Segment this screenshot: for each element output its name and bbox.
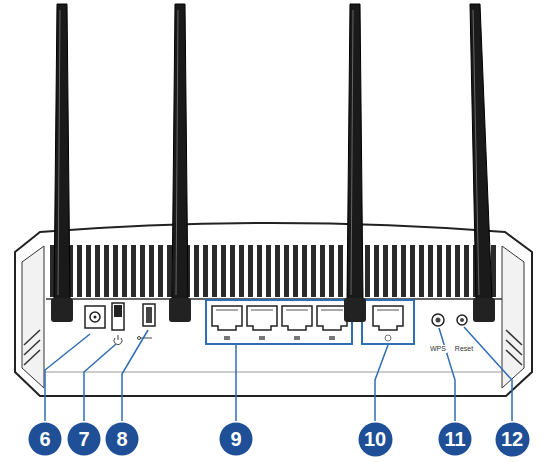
- antenna: [470, 4, 495, 322]
- usb-port: [143, 304, 155, 326]
- reset-button: [460, 318, 464, 322]
- callout-circle: 10: [358, 422, 393, 457]
- power-switch: [114, 305, 122, 317]
- antenna: [169, 4, 191, 322]
- port-pins: [216, 310, 343, 311]
- router-housing: [15, 223, 532, 396]
- antenna: [51, 4, 73, 322]
- callout-number: 11: [438, 422, 472, 456]
- dc-jack: [90, 312, 100, 322]
- callout-circle-fill: [29, 423, 62, 456]
- callout-circle: 7: [67, 422, 101, 456]
- port-icons: [224, 336, 335, 340]
- side-wing: [502, 246, 524, 388]
- dc-jack: [85, 306, 105, 328]
- wan-port: [373, 306, 403, 330]
- power-switch: [112, 303, 124, 330]
- wps-button: [436, 318, 441, 323]
- leader-line: [45, 327, 512, 421]
- port-pins: [377, 310, 399, 311]
- port-label: Reset: [454, 345, 474, 353]
- antenna: [344, 4, 366, 322]
- callout-number: 9: [219, 422, 253, 456]
- callout-circle-fill: [106, 423, 139, 456]
- callout-number: 8: [105, 422, 139, 456]
- power-symbol: [114, 335, 122, 345]
- callout-circle: 9: [219, 422, 253, 456]
- dc-jack: [94, 316, 97, 319]
- side-wing: [22, 246, 44, 388]
- callout-circle: 8: [105, 422, 139, 456]
- callout-number: 12: [495, 422, 530, 457]
- callout-circle-fill: [220, 423, 253, 456]
- callout-number: 10: [358, 422, 393, 457]
- vent-slots: [48, 245, 500, 297]
- globe-icon: [385, 335, 391, 341]
- lan-bracket: [206, 300, 352, 344]
- port-label: WPS: [429, 345, 447, 353]
- callout-circle-fill: [439, 423, 472, 456]
- callout-circle-fill: [495, 422, 529, 456]
- callout-number: 6: [28, 422, 62, 456]
- usb-port: [146, 307, 152, 323]
- wan-bracket: [362, 300, 414, 344]
- callout-circle-fill: [68, 423, 101, 456]
- reset-button: [457, 315, 467, 325]
- panel-edge: [44, 372, 502, 373]
- callout-circle: 11: [438, 422, 472, 456]
- callout-circle: 12: [495, 422, 530, 457]
- callout-circle-fill: [358, 422, 392, 456]
- wps-button: [432, 314, 444, 326]
- lan-ports: [212, 306, 347, 330]
- callout-circle: 6: [28, 422, 62, 456]
- callout-number: 7: [67, 422, 101, 456]
